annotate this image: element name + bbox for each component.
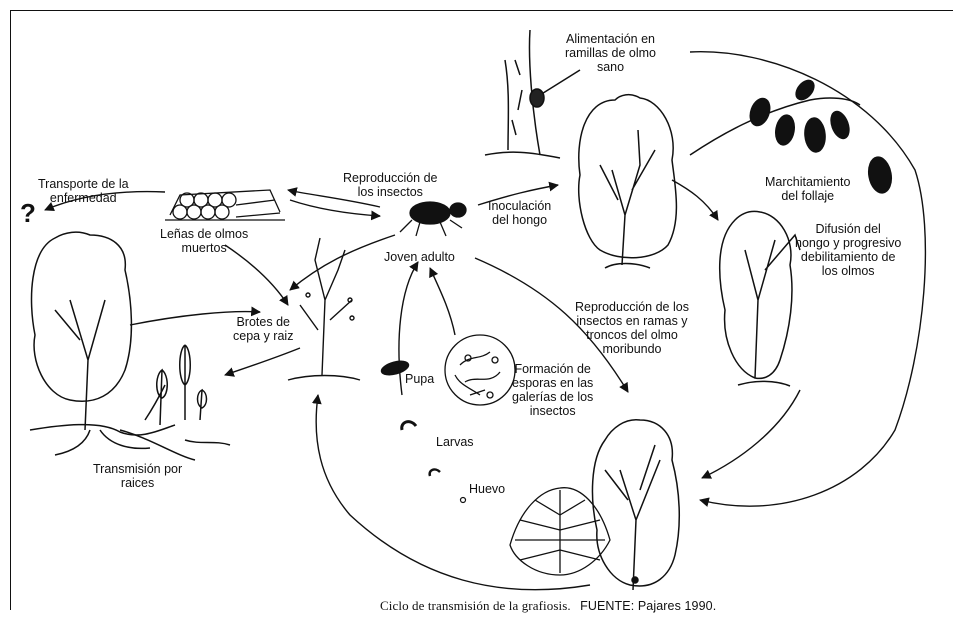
caption-text: Ciclo de transmisión de la grafiosis. xyxy=(380,598,571,613)
label-inoculacion: Inoculación del hongo xyxy=(488,199,551,227)
healthy-elm-illustration xyxy=(579,95,677,268)
egg-illustration xyxy=(461,498,466,503)
question-mark: ? xyxy=(20,198,36,229)
label-joven: Joven adulto xyxy=(384,250,455,264)
label-transporte: Transporte de la enfermedad xyxy=(38,177,129,205)
label-formacion: Formación de esporas en las galerías de … xyxy=(512,362,593,418)
label-reproduccion-ramas: Reproducción de los insectos en ramas y … xyxy=(575,300,689,356)
label-alimentacion: Alimentación en ramillas de olmo sano xyxy=(565,32,656,74)
label-reproduccion: Reproducción de los insectos xyxy=(343,171,438,199)
label-difusion: Difusión del hongo y progresivo debilita… xyxy=(795,222,901,278)
label-huevo: Huevo xyxy=(469,482,505,496)
label-brotes: Brotes de cepa y raiz xyxy=(233,315,293,343)
arrow-leaves-to-dying xyxy=(702,390,800,478)
arrow-deadtree-to-roots xyxy=(225,348,300,375)
label-lenas: Leñas de olmos muertos xyxy=(160,227,248,255)
label-pupa: Pupa xyxy=(405,372,434,386)
label-transmision: Transmisión por raices xyxy=(93,462,182,490)
label-larvas: Larvas xyxy=(436,435,474,449)
arrow-spores-to-joven xyxy=(430,268,455,335)
figure-caption: Ciclo de transmisión de la grafiosis. FU… xyxy=(380,598,716,614)
spores-illustration xyxy=(445,335,515,405)
larva-illustration xyxy=(402,422,416,430)
arrow-bottom-loop xyxy=(316,395,590,590)
arrow-tree-to-diffusion xyxy=(672,180,718,220)
firewood-pile-illustration xyxy=(165,190,285,220)
arrow-wood-to-insect xyxy=(290,200,380,216)
arrow-insect-to-deadtree xyxy=(290,235,395,290)
caption-source: FUENTE: Pajares 1990. xyxy=(580,599,716,613)
elm-with-roots-illustration xyxy=(30,232,230,460)
arrow-to-feeding xyxy=(690,52,925,506)
dying-elm-illustration xyxy=(592,420,679,590)
declining-elm-illustration xyxy=(720,211,800,386)
insect-galleries-illustration xyxy=(510,488,610,575)
label-marchitamiento: Marchitamiento del follaje xyxy=(765,175,850,203)
small-larva-illustration xyxy=(430,469,440,476)
dead-elm-illustration xyxy=(288,238,360,380)
bark-beetle-illustration xyxy=(400,202,466,236)
